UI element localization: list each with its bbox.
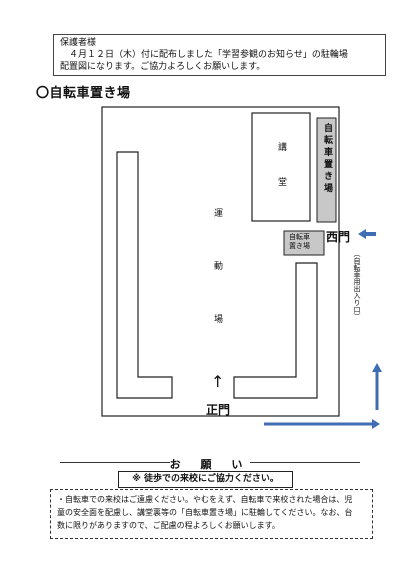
bike-path-uphead [372,363,382,372]
west-gate-arrow [358,229,376,239]
map-title: 〇自転車置き場 [36,86,131,101]
notice-line-1: 保護者様 [60,38,97,48]
divider-left [60,462,170,463]
notice-line-2: ４月１２日（木）付に配布しました「学習参観のお知らせ」の駐輪場 [60,50,348,60]
bike-area-small-label-1: 自転車 [289,233,310,241]
bike-area-small-label-2: 置き場 [289,242,310,250]
bike-path-arrowhead [372,419,380,429]
auditorium-label: 講 堂 [276,142,286,194]
school-boundary [101,106,340,417]
request-line-1: ・自転車での来校はご遠慮ください。やむをえず、自転車で来校された場合は、児 [57,495,353,504]
playground-label: 運 動 場 [212,208,222,340]
notice-line-3: 配置図になります。ご協力よろしくお願いします。 [60,62,266,72]
main-gate-arrow: ↑ [211,372,225,391]
auditorium [251,112,311,222]
bike-area-right-label: 自転車置き場 [322,123,332,195]
site-map [101,106,382,429]
request-box: ・自転車での来校はご遠慮ください。やむをえず、自転車で来校された場合は、児 童の… [50,489,373,539]
right-building [233,262,318,399]
walk-note: ※ 徒歩での来校にご協力ください。 [118,471,293,488]
notice-box: 保護者様 ４月１２日（木）付に配布しました「学習参観のお知らせ」の駐輪場 配置図… [53,34,386,76]
request-line-3: 数に限りがありますので、ご配慮の程よろしくお願いします。 [57,521,280,530]
bike-area-right [316,117,337,223]
main-gate-label: 正門 [206,403,231,417]
divider-right [250,462,360,463]
west-gate-label: 西門 [326,230,351,244]
request-heading: お 願 い [169,458,251,471]
bike-entrance-label: （自転車用出入り口） [353,250,361,320]
left-building [116,151,173,399]
bike-area-small [283,230,325,256]
request-line-2: 童の安全面を配慮し、講堂裏等の「自転車置き場」に駐輪してください。なお、台 [57,508,353,517]
